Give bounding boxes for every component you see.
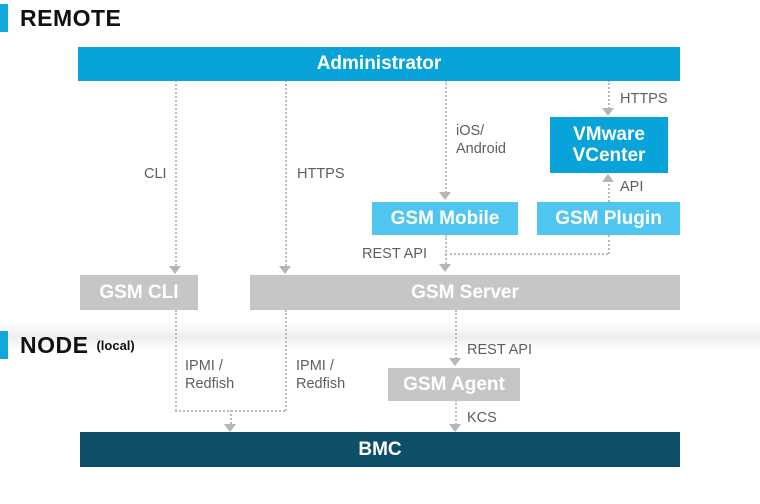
node-label-gsm-mobile: GSM Mobile <box>390 207 500 229</box>
connector-gsm-plugin-to-rest-bus <box>445 253 608 255</box>
arrowhead-vmware-vcenter <box>602 108 614 116</box>
section-accent-bar <box>0 331 8 359</box>
node-label-gsm-agent: GSM Agent <box>403 373 505 395</box>
connector-gsm-cli-bmc <box>175 310 177 411</box>
section-header-node: NODE (local) <box>0 331 135 359</box>
arrowhead-vmware-vcenter-api <box>602 174 614 182</box>
node-gsm-cli[interactable]: GSM CLI <box>80 275 198 310</box>
node-label-administrator: Administrator <box>316 53 442 75</box>
node-gsm-mobile[interactable]: GSM Mobile <box>372 202 518 235</box>
node-gsm-agent[interactable]: GSM Agent <box>388 368 520 401</box>
section-band-node <box>0 322 760 348</box>
edge-label-https-vcenter: HTTPS <box>620 91 668 107</box>
connector-gsm-plugin-vmware-vcenter <box>608 180 610 202</box>
arrowhead-gsm-agent <box>449 358 461 366</box>
connector-gsm-server-gsm-agent <box>455 310 457 362</box>
connector-ipmi-junction-to-bmc <box>230 410 232 428</box>
arrowhead-gsm-server-https <box>279 266 291 274</box>
connector-administrator-vmware-vcenter <box>608 80 610 112</box>
section-header-remote: REMOTE <box>0 4 121 32</box>
node-bmc[interactable]: BMC <box>80 432 680 467</box>
connector-administrator-gsm-cli <box>175 80 177 270</box>
node-label-gsm-server: GSM Server <box>411 281 519 303</box>
connector-gsm-agent-bmc <box>455 400 457 428</box>
edge-label-api: API <box>620 179 644 195</box>
section-accent-bar <box>0 4 8 32</box>
edge-label-https-gsm-server: HTTPS <box>297 166 345 182</box>
edge-label-rest-api-server: REST API <box>362 246 428 262</box>
connector-administrator-gsm-mobile <box>445 80 447 197</box>
section-title-remote: REMOTE <box>20 4 122 31</box>
node-label-bmc: BMC <box>358 438 402 460</box>
section-subtitle-node: (local) <box>96 337 135 353</box>
node-gsm-plugin[interactable]: GSM Plugin <box>537 202 680 235</box>
node-label-gsm-cli: GSM CLI <box>99 281 179 303</box>
edge-label-kcs: KCS <box>467 410 497 426</box>
edge-label-ios-android: iOS/ Android <box>456 123 506 158</box>
edge-label-rest-api-agent: REST API <box>467 342 533 358</box>
edge-label-ipmi-redfish-server: IPMI / Redfish <box>296 358 346 393</box>
connector-gsm-plugin-drop <box>608 235 610 254</box>
arrowhead-bmc-kcs <box>449 424 461 432</box>
arrowhead-gsm-mobile <box>439 192 451 200</box>
node-label-gsm-plugin: GSM Plugin <box>555 207 662 229</box>
connector-gsm-mobile-gsm-server <box>445 235 447 267</box>
arrowhead-gsm-cli <box>169 266 181 274</box>
node-vmware-vcenter[interactable]: VMware VCenter <box>550 117 668 173</box>
node-administrator[interactable]: Administrator <box>78 47 680 81</box>
connector-gsm-server-bmc <box>285 310 287 411</box>
section-title-node: NODE <box>20 331 89 358</box>
node-gsm-server[interactable]: GSM Server <box>250 275 680 310</box>
arrowhead-bmc-ipmi <box>224 424 236 432</box>
arrowhead-gsm-server-rest <box>439 264 451 272</box>
node-label-vmware-vcenter: VMware VCenter <box>572 123 646 166</box>
edge-label-cli: CLI <box>144 166 167 182</box>
edge-label-ipmi-redfish-cli: IPMI / Redfish <box>185 358 235 393</box>
connector-administrator-gsm-server <box>285 80 287 270</box>
